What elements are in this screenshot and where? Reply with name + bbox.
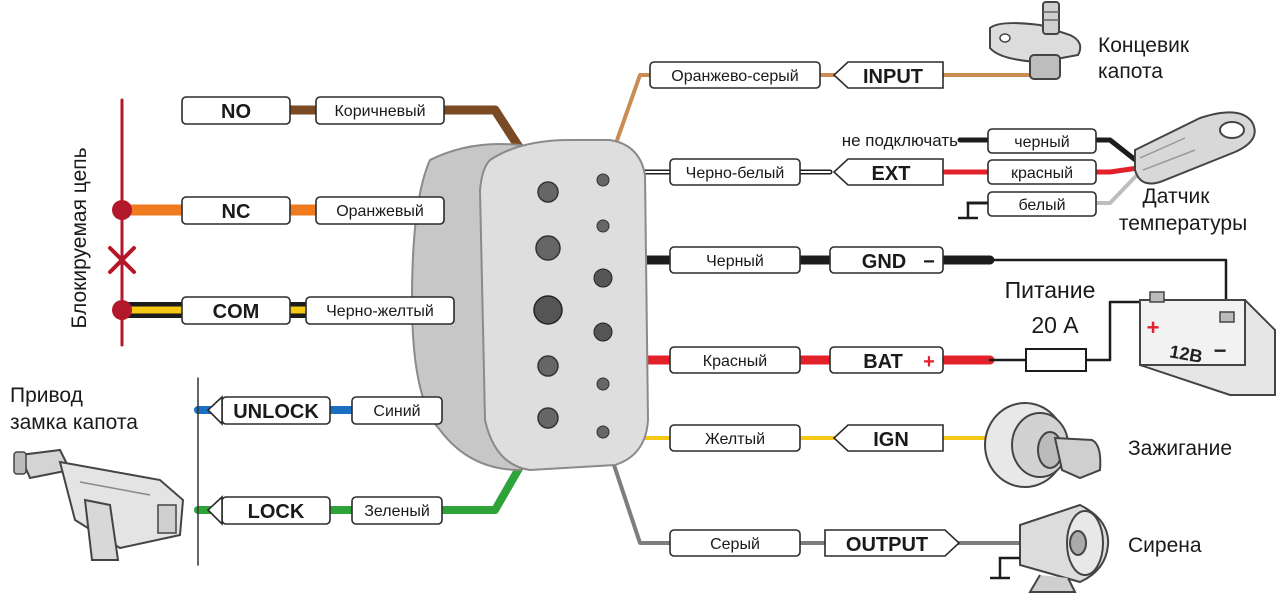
alarm-module xyxy=(410,139,650,472)
tag-unlock: UNLOCK xyxy=(233,401,319,423)
lock-drive-title-2: замка капота xyxy=(10,411,138,434)
tag-ign-box xyxy=(832,424,944,452)
label-output-color: Серый xyxy=(710,536,760,553)
hood-lock-actuator-icon xyxy=(13,448,185,561)
hood-switch-title-2: капота xyxy=(1098,60,1163,83)
battery-icon: + − 12В xyxy=(1139,291,1276,396)
label-ext-color: Черно-белый xyxy=(686,165,785,182)
label-unlock-color: Синий xyxy=(373,403,420,420)
ground-symbol-icon xyxy=(958,201,988,220)
arrow-unlock xyxy=(206,395,223,426)
fuse-icon xyxy=(1025,348,1087,372)
pin-lock xyxy=(537,407,559,429)
battery-minus: − xyxy=(1214,338,1227,363)
siren-ground-icon xyxy=(990,556,1020,580)
label-no-color: Коричневый xyxy=(334,103,425,120)
ignition-label: Зажигание xyxy=(1128,437,1232,460)
hood-switch-title-1: Концевик xyxy=(1098,34,1190,57)
label-lock-color: Зеленый xyxy=(364,503,430,520)
tag-com: COM xyxy=(213,301,260,323)
not-connect-label: не подключать xyxy=(842,131,958,150)
temp-sensor-title-2: температуры xyxy=(1119,212,1247,235)
label-nc-color: Оранжевый xyxy=(336,203,424,220)
siren: Сирена xyxy=(990,503,1202,593)
tag-ext-box xyxy=(832,158,944,186)
tag-lock: LOCK xyxy=(248,501,305,523)
hood-switch-icon xyxy=(989,1,1082,80)
wire-input xyxy=(601,73,1042,182)
temp-wire-red-label: красный xyxy=(1011,165,1073,182)
pin-ext xyxy=(596,219,610,233)
lock-drive: Привод замка капота xyxy=(10,384,185,561)
temperature-sensor: не подключать черный красный белый Датчи… xyxy=(842,111,1256,235)
blocked-circuit: Блокируемая цепь xyxy=(68,147,136,329)
hood-switch: Концевик капота xyxy=(989,1,1190,83)
ignition-switch-icon xyxy=(984,402,1102,488)
power-label-2: 20 А xyxy=(1031,312,1079,338)
label-bat-color: Красный xyxy=(703,353,767,370)
temp-sensor-title-1: Датчик xyxy=(1143,185,1211,208)
battery-plus: + xyxy=(1147,315,1160,340)
ignition: Зажигание xyxy=(984,402,1232,488)
pin-com xyxy=(533,295,563,325)
tag-ign: IGN xyxy=(873,429,909,451)
circuit-node-top xyxy=(112,200,132,220)
tag-bat: BAT xyxy=(863,351,903,373)
pin-input xyxy=(596,173,610,187)
circuit-break-icon xyxy=(108,246,136,274)
pin-nc xyxy=(535,235,561,261)
tag-gnd: GND xyxy=(862,251,906,273)
label-input-color: Оранжево-серый xyxy=(671,68,798,85)
tag-nc: NC xyxy=(222,201,251,223)
label-ign-color: Желтый xyxy=(705,431,765,448)
blocked-circuit-label: Блокируемая цепь xyxy=(68,147,91,328)
bat-sign: + xyxy=(923,351,935,373)
temp-wire-black-label: черный xyxy=(1014,134,1069,151)
temperature-sensor-icon xyxy=(1134,111,1256,185)
lock-drive-title-1: Привод xyxy=(10,384,83,407)
tag-no: NO xyxy=(221,101,251,123)
wire-output xyxy=(601,430,1022,545)
tag-input-box xyxy=(832,61,944,89)
pin-ign xyxy=(596,377,610,391)
pin-bat xyxy=(593,322,613,342)
label-gnd-color: Черный xyxy=(706,253,764,270)
power-label-1: Питание xyxy=(1005,277,1096,303)
circuit-node-bottom xyxy=(112,300,132,320)
pin-no xyxy=(537,181,559,203)
tag-ext: EXT xyxy=(872,163,911,185)
siren-label: Сирена xyxy=(1128,534,1202,557)
arrow-lock xyxy=(206,495,223,526)
left-labels: NO Коричневый NC Оранжевый COM Черно-жел… xyxy=(181,96,455,526)
power-section: Питание 20 А + − 12В xyxy=(1005,277,1276,396)
pin-unlock xyxy=(537,355,559,377)
pin-output xyxy=(596,425,610,439)
right-labels: Оранжево-серый INPUT Черно-белый EXT Чер… xyxy=(649,61,961,557)
pin-gnd xyxy=(593,268,613,288)
tag-output-box xyxy=(824,529,961,557)
siren-icon xyxy=(1019,503,1110,593)
label-com-color: Черно-желтый xyxy=(326,303,434,320)
tag-output: OUTPUT xyxy=(846,534,928,556)
gnd-sign: − xyxy=(923,251,935,273)
tag-input: INPUT xyxy=(863,66,923,88)
temp-wire-white-label: белый xyxy=(1018,197,1065,214)
